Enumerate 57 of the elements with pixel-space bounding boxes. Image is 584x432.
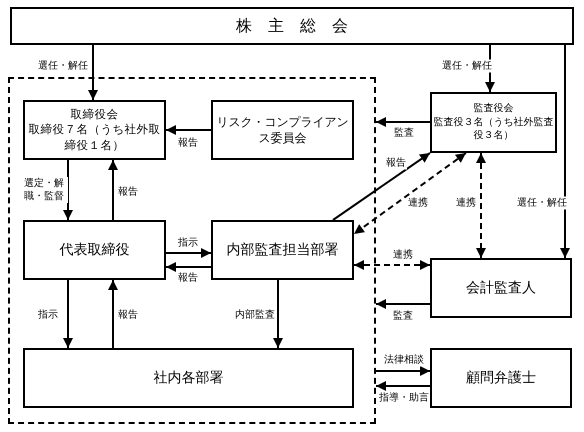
- edge-label: 連携: [407, 196, 429, 210]
- arrow: [108, 280, 118, 348]
- edge-label: 内部監査: [234, 308, 276, 322]
- dashed-arrow: [476, 153, 486, 258]
- node-text: 取締役７名（うち社外取締役１名）: [28, 122, 162, 154]
- arrow: [273, 280, 283, 348]
- node-title: 社内各部署: [154, 368, 224, 388]
- counsel-box: [430, 348, 572, 408]
- board-box: [23, 100, 166, 160]
- edge-label: 選任・解任: [441, 60, 493, 72]
- edge-label: 監査: [393, 126, 415, 140]
- arrow: [88, 45, 98, 100]
- dashed-arrow: [353, 152, 467, 235]
- node-title: 会計監査人: [466, 278, 536, 298]
- edge-label: 報告: [117, 308, 139, 322]
- dashed-arrow: [354, 260, 430, 270]
- group-boundary: [8, 77, 376, 424]
- node-title: 内部監査担当部署: [226, 240, 338, 260]
- arrow: [108, 160, 118, 220]
- edge-label: 連携: [392, 248, 414, 262]
- department-box: [23, 348, 354, 408]
- arrow: [166, 262, 211, 272]
- edge-label: 法律相談: [383, 354, 425, 366]
- auditor-board-box: [430, 92, 557, 153]
- arrow: [63, 280, 73, 348]
- edge-label: 連携: [455, 196, 477, 210]
- arrow: [332, 152, 431, 221]
- committee-box: [211, 100, 354, 160]
- edge-label: 指示: [37, 308, 59, 322]
- node-title: リスク・コンプライアンス委員会: [216, 114, 350, 146]
- department-box: [211, 220, 354, 280]
- edge-label: 報告: [177, 136, 199, 150]
- edge-label: 指示: [177, 236, 199, 250]
- edge-label: 選任・解任: [37, 60, 89, 72]
- edge-label: 報告: [117, 186, 139, 198]
- meeting-box: [10, 7, 574, 45]
- node-title: 代表取締役: [60, 240, 130, 260]
- edge-label: 報告: [385, 156, 407, 170]
- arrow: [376, 299, 430, 309]
- arrow: [166, 248, 211, 258]
- arrow: [560, 45, 570, 258]
- node-text: 監査役３名（うち社外監査役３名）: [432, 116, 554, 143]
- edge-label: 指導・助言: [378, 392, 430, 404]
- auditor-box: [430, 258, 572, 318]
- arrow: [63, 160, 73, 220]
- edge-label: 監査: [392, 310, 414, 322]
- node-title: 株主総会: [236, 15, 364, 37]
- node-title: 顧問弁護士: [466, 368, 536, 388]
- executive-box: [23, 220, 166, 280]
- arrow: [376, 366, 430, 376]
- arrow: [376, 381, 430, 391]
- node-title: 取締役会: [70, 106, 118, 122]
- arrow: [376, 117, 430, 127]
- edge-label: 選任・解任: [516, 196, 568, 210]
- node-title: 監査役会: [474, 102, 514, 116]
- arrow: [166, 125, 211, 135]
- edge-label: 報告: [177, 272, 199, 284]
